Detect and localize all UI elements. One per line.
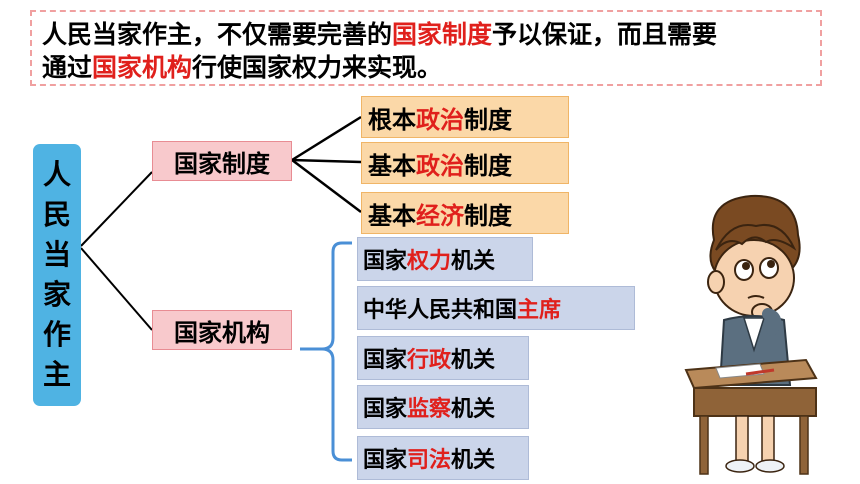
leaf-text: 基本 — [368, 201, 416, 230]
root-char: 家 — [42, 278, 71, 311]
root-char: 民 — [42, 198, 71, 231]
intro-highlight-system: 国家制度 — [392, 20, 493, 49]
intro-line-2: 通过国家机构行使国家权力来实现。 — [42, 51, 810, 84]
leaf-text: 机关 — [451, 348, 496, 373]
organs-bracket — [300, 241, 352, 462]
leaf-text: 机关 — [451, 448, 496, 473]
intro-line-1: 人民当家作主，不仅需要完善的国家制度予以保证，而且需要 — [42, 18, 810, 51]
leaf-text: 制度 — [464, 105, 512, 134]
root-char: 主 — [42, 358, 71, 391]
intro-text: 予以保证，而且需要 — [492, 20, 718, 49]
root-char: 人 — [42, 158, 71, 191]
leaf-system-basic-political: 基本政治制度 — [361, 142, 569, 184]
connector-system-2 — [291, 158, 362, 164]
thinking-boy-at-desk-icon — [684, 194, 818, 475]
leaf-text: 中华人民共和国 — [363, 298, 518, 323]
leaf-organ-administrative: 国家行政机关 — [357, 336, 529, 380]
connector-system-1 — [291, 115, 362, 162]
intro-text: 行使国家权力来实现。 — [192, 53, 443, 82]
leaf-highlight: 政治 — [416, 151, 464, 180]
leaf-text: 机关 — [451, 249, 496, 274]
leaf-text: 制度 — [464, 201, 512, 230]
leaf-organ-supervisory: 国家监察机关 — [357, 385, 529, 429]
leaf-text: 制度 — [464, 151, 512, 180]
branch-node-state-organs: 国家机构 — [152, 310, 292, 350]
leaf-text: 国家 — [363, 348, 408, 373]
leaf-text: 国家 — [363, 397, 408, 422]
leaf-highlight: 监察 — [407, 397, 452, 422]
root-char: 当 — [42, 238, 71, 271]
leaf-highlight: 司法 — [407, 448, 452, 473]
leaf-highlight: 政治 — [416, 105, 464, 134]
connector-system-3 — [291, 159, 362, 213]
branch-node-state-system: 国家制度 — [152, 141, 292, 181]
leaf-system-basic-economic: 基本经济制度 — [361, 192, 569, 234]
leaf-text: 国家 — [363, 249, 408, 274]
connector-root-organs — [80, 247, 153, 331]
root-node-people-master: 人 民 当 家 作 主 — [33, 144, 81, 406]
leaf-highlight: 权力 — [407, 249, 452, 274]
leaf-organ-power: 国家权力机关 — [357, 237, 533, 281]
intro-text: 通过 — [42, 53, 93, 82]
leaf-system-fundamental-political: 根本政治制度 — [361, 96, 569, 138]
leaf-highlight: 主席 — [517, 298, 562, 323]
leaf-text: 机关 — [451, 397, 496, 422]
leaf-text: 国家 — [363, 448, 408, 473]
intro-statement: 人民当家作主，不仅需要完善的国家制度予以保证，而且需要 通过国家机构行使国家权力… — [30, 10, 822, 86]
leaf-organ-president: 中华人民共和国主席 — [357, 286, 635, 330]
root-char: 作 — [42, 318, 71, 351]
leaf-organ-judicial: 国家司法机关 — [357, 436, 529, 480]
intro-text: 人民当家作主，不仅需要完善的 — [42, 20, 393, 49]
leaf-highlight: 行政 — [407, 348, 452, 373]
intro-highlight-organs: 国家机构 — [92, 53, 193, 82]
connector-root-system — [80, 171, 153, 247]
leaf-highlight: 经济 — [416, 201, 464, 230]
leaf-text: 基本 — [368, 151, 416, 180]
leaf-text: 根本 — [368, 105, 416, 134]
